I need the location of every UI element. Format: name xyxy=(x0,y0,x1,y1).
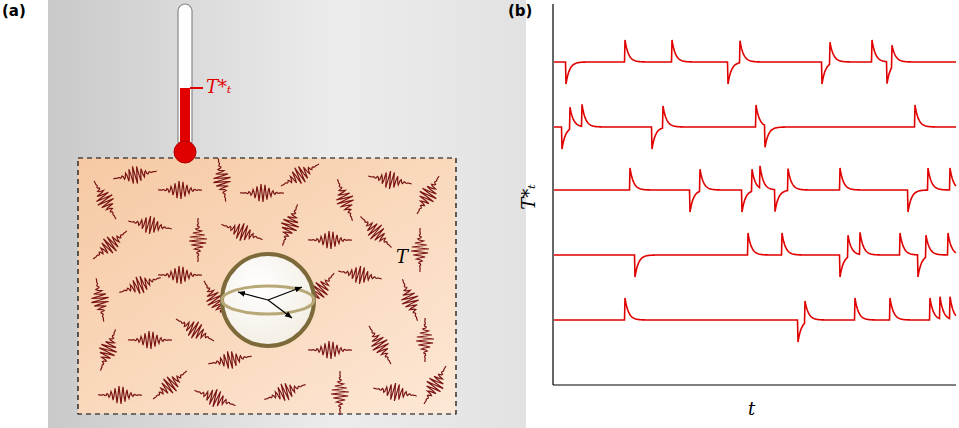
temperature-traces xyxy=(554,40,956,342)
wave-packet xyxy=(128,331,172,349)
wave-packet xyxy=(87,277,112,323)
wave-packet xyxy=(218,216,265,248)
wave-packet xyxy=(308,341,352,359)
thermometer-bulb xyxy=(174,141,196,163)
wave-packet xyxy=(372,379,418,404)
wave-packet xyxy=(191,382,238,414)
wave-packet xyxy=(158,266,202,284)
wave-packet xyxy=(329,176,361,223)
temperature-trace xyxy=(554,232,956,277)
wave-packet xyxy=(116,269,163,301)
wave-packet xyxy=(240,184,284,202)
wave-packet xyxy=(209,157,234,203)
axis-label: T*ₜ xyxy=(520,184,538,209)
wave-packet xyxy=(274,201,306,248)
wave-packet xyxy=(411,228,429,272)
wave-packet xyxy=(261,376,308,408)
panel-label: (a) xyxy=(2,4,26,19)
bath-ground xyxy=(48,0,526,428)
wave-packets xyxy=(86,156,453,415)
y-axis xyxy=(552,4,553,385)
wave-packet xyxy=(189,218,207,262)
wave-packet xyxy=(112,162,158,187)
system-box xyxy=(78,158,456,414)
wave-packet xyxy=(394,276,426,323)
thermometer-mercury xyxy=(180,88,190,148)
temperature-trace xyxy=(554,166,956,212)
wave-packet xyxy=(92,326,124,373)
wave-packet xyxy=(361,321,398,368)
x-axis xyxy=(553,384,956,385)
wave-packet xyxy=(171,311,218,348)
wave-packet xyxy=(127,212,173,237)
wave-packet xyxy=(276,156,323,193)
axis-label: t xyxy=(748,400,755,418)
temperature-tick xyxy=(190,87,203,89)
wave-packet xyxy=(331,371,349,415)
thermometer-label: T*ₜ xyxy=(206,78,231,96)
bath-temperature-label: T xyxy=(396,248,408,266)
wave-packet xyxy=(87,224,132,266)
bloch-sphere xyxy=(222,254,314,346)
wave-packet xyxy=(308,231,352,249)
wave-packet xyxy=(98,386,142,404)
wave-packet xyxy=(367,167,413,192)
wave-packet xyxy=(86,176,123,223)
wave-packet xyxy=(354,210,398,254)
thermometer-tube xyxy=(178,4,192,148)
panel-label: (b) xyxy=(508,4,532,19)
temperature-trace xyxy=(554,104,956,149)
wave-packet xyxy=(416,318,434,362)
wave-packet xyxy=(158,181,202,199)
wave-packet xyxy=(409,171,446,218)
wave-packet xyxy=(337,262,383,287)
wave-packet xyxy=(207,347,253,372)
temperature-trace xyxy=(554,40,956,84)
wave-packet xyxy=(416,361,453,408)
temperature-trace xyxy=(554,297,956,342)
wave-packet xyxy=(147,364,192,406)
